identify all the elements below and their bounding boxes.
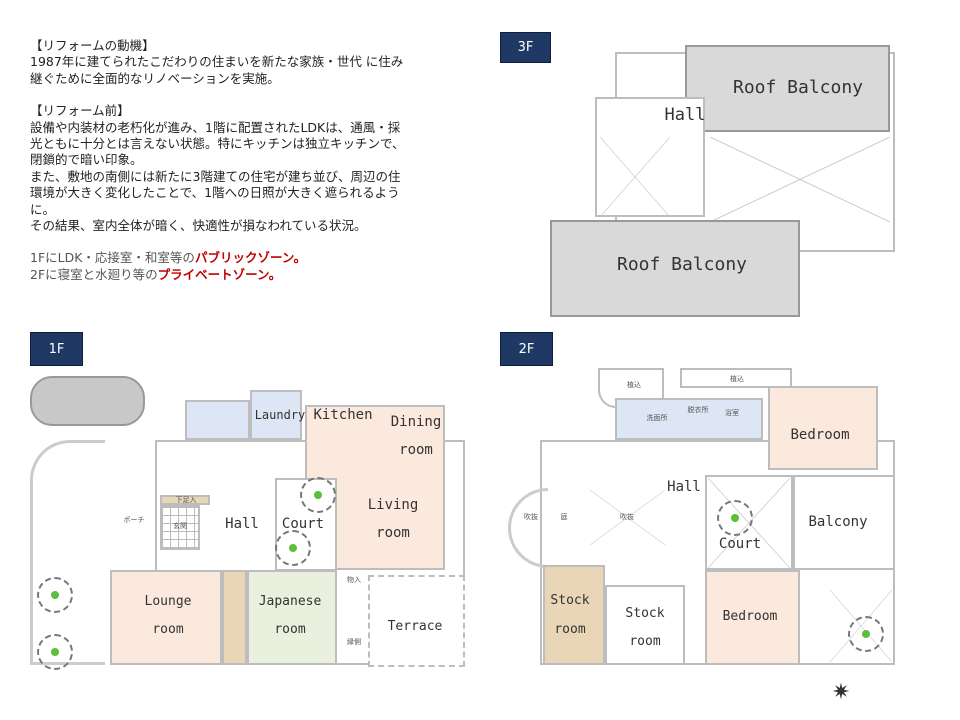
room-label: Stock bbox=[625, 606, 665, 621]
small-label: 植込 bbox=[627, 381, 641, 389]
room-label: room bbox=[554, 622, 586, 637]
zone-highlight: パブリックゾーン。 bbox=[194, 250, 307, 266]
floor-badge-3f: 3F bbox=[500, 32, 551, 63]
small-label: 浴室 bbox=[725, 409, 739, 417]
room-label: Balcony bbox=[808, 514, 868, 530]
motive-line: 継ぐために全面的なリノベーションを実施。 bbox=[30, 70, 280, 86]
compass-icon: ✷ bbox=[831, 680, 851, 705]
room-label: Court bbox=[281, 516, 325, 532]
room-label: Stock bbox=[550, 593, 590, 608]
room-label: Court bbox=[718, 536, 762, 552]
room-label: room bbox=[152, 622, 184, 637]
room-label: room bbox=[274, 622, 306, 637]
room-label: Lounge bbox=[144, 594, 192, 609]
room-label: room bbox=[629, 634, 661, 649]
floor-badge-1f: 1F bbox=[30, 332, 83, 366]
room-label: Laundry bbox=[254, 408, 306, 422]
motive-line: 1987年に建てられたこだわりの住まいを新たな家族・世代 に住み bbox=[30, 54, 404, 70]
before-line: 閉鎖的で暗い印象。 bbox=[30, 152, 143, 168]
before-line: また、敷地の南側には新たに3階建ての住宅が建ち並び、周辺の住 bbox=[30, 168, 401, 184]
room-label: Dining bbox=[390, 414, 442, 430]
small-label: 下足入 bbox=[175, 496, 197, 504]
room-label: Roof Balcony bbox=[732, 77, 864, 98]
room-label: Japanese bbox=[258, 594, 322, 609]
room-label: room bbox=[399, 442, 433, 458]
room-label: room bbox=[376, 525, 410, 541]
car-icon bbox=[30, 376, 145, 426]
small-label: 吹抜 bbox=[620, 513, 634, 521]
small-label: 物入 bbox=[347, 576, 361, 584]
small-label: 洗面所 bbox=[646, 414, 668, 422]
room-label: Hall bbox=[667, 479, 701, 495]
room-label: Bedroom bbox=[790, 427, 850, 443]
before-line: 環境が大きく変化したことで、1階への日照が大きく遮られるよう bbox=[30, 185, 400, 201]
small-label: 玄関 bbox=[173, 522, 187, 530]
floor-plan-3f: Roof Balcony Hall Roof Balcony bbox=[545, 42, 920, 324]
before-line: 設備や内装材の老朽化が進み、1階に配置されたLDKは、通風・採 bbox=[30, 119, 401, 135]
before-line: 光ともに十分とは言えない状態。特にキッチンは独立キッチンで、 bbox=[30, 136, 405, 152]
room-label: Terrace bbox=[387, 619, 443, 634]
zone-line-1: 1FにLDK・応接室・和室等のパブリックゾーン。 bbox=[30, 250, 470, 266]
before-line: その結果、室内全体が暗く、快適性が損なわれている状況。 bbox=[30, 218, 367, 234]
zone-line-2: 2Fに寝室と水廻り等のプライベートゾーン。 bbox=[30, 267, 470, 283]
room-label: Kitchen bbox=[313, 407, 373, 423]
description-text: 【リフォームの動機】 1987年に建てられたこだわりの住まいを新たな家族・世代 … bbox=[30, 38, 470, 283]
small-label: 縁側 bbox=[347, 638, 361, 646]
small-label: 脱衣所 bbox=[687, 406, 709, 414]
before-heading: 【リフォーム前】 bbox=[30, 103, 130, 119]
room-label: Roof Balcony bbox=[616, 254, 748, 275]
room-label: Hall bbox=[664, 105, 706, 125]
small-label: 植込 bbox=[730, 375, 744, 383]
motive-heading: 【リフォームの動機】 bbox=[30, 38, 155, 53]
room-label: Hall bbox=[225, 516, 259, 532]
floor-plan-1f: Laundry Kitchen Dining room Living room … bbox=[30, 376, 465, 670]
small-label: 庭 bbox=[560, 513, 568, 521]
room-label: Living bbox=[367, 497, 419, 513]
before-line: に。 bbox=[30, 201, 56, 217]
zone-prefix: 2Fに寝室と水廻り等の bbox=[30, 266, 158, 282]
small-label: ポーチ bbox=[123, 516, 145, 524]
zone-highlight: プライベートゾーン。 bbox=[157, 266, 282, 282]
roof-balcony-top bbox=[685, 45, 890, 132]
zone-prefix: 1FにLDK・応接室・和室等の bbox=[30, 250, 195, 266]
floor-badge-2f: 2F bbox=[500, 332, 553, 366]
room-label: Bedroom bbox=[722, 609, 778, 624]
roof-balcony-bottom bbox=[550, 220, 800, 317]
small-label: 吹抜 bbox=[524, 513, 538, 521]
